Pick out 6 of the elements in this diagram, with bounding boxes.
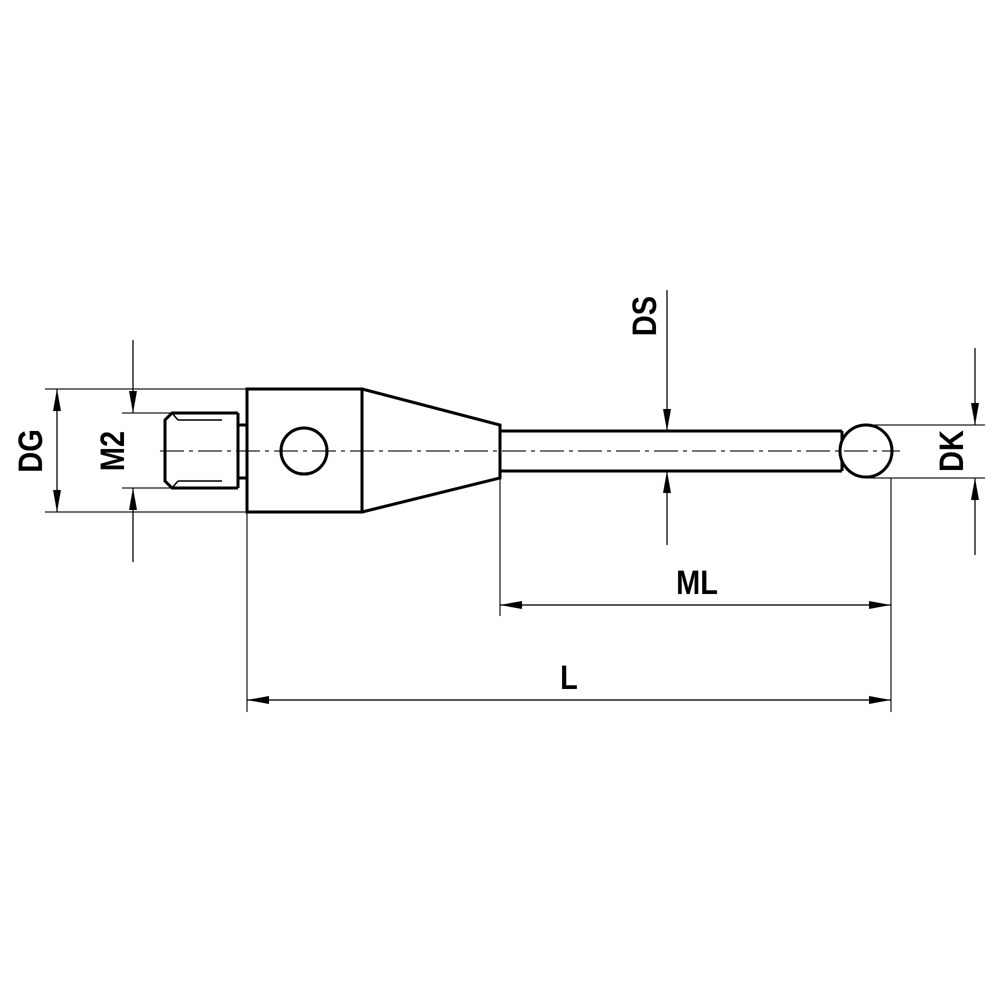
dimension-label: L — [560, 661, 578, 695]
dimension-label: DK — [935, 430, 969, 472]
dimension-label: ML — [676, 566, 718, 600]
dimension-label: DG — [14, 429, 48, 473]
dimension-label: DS — [628, 296, 662, 336]
dimension-label: M2 — [96, 430, 130, 472]
